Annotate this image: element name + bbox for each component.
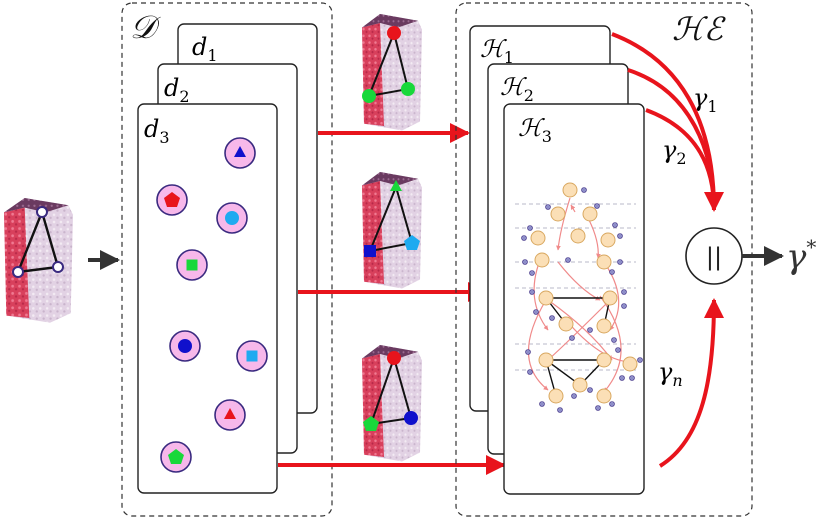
hypergraph-encoder-panel	[455, 2, 753, 517]
gamma-2-label: γ2	[662, 136, 687, 168]
input-node-right	[52, 261, 64, 273]
token-cyan-square	[236, 340, 268, 372]
descriptor-panel	[121, 2, 333, 517]
hypergraph-encoder-title: ℋℰ	[672, 10, 727, 48]
input-protein	[4, 198, 73, 323]
card-h3	[503, 103, 645, 495]
token-red-pentagon	[156, 184, 188, 216]
descriptor-panel-title: 𝒟	[130, 8, 161, 46]
gamma-n-label: γn	[658, 358, 683, 390]
token-blue-triangle	[224, 137, 256, 169]
card-d3	[137, 103, 278, 494]
token-green-pentagon	[160, 441, 192, 473]
molecule-view-2	[362, 172, 422, 289]
molecule-view-3	[362, 345, 422, 462]
input-node-top	[36, 206, 48, 218]
gamma-n-curve	[658, 298, 724, 468]
card-d1-label: d1	[192, 33, 218, 65]
card-h2-label: ℋ2	[500, 73, 534, 105]
token-green-square	[176, 249, 208, 281]
input-node-left	[12, 266, 24, 278]
card-d2-label: d2	[164, 74, 190, 106]
card-d3-label: d3	[144, 115, 170, 147]
gamma-1-label: γ1	[693, 84, 718, 116]
token-blue-circle	[169, 330, 201, 362]
molecule-view-1	[362, 14, 422, 131]
hypergraph-illustration	[515, 182, 643, 413]
card-h1-label: ℋ1	[480, 35, 514, 67]
d3-token-list	[156, 137, 268, 473]
card-h3-label: ℋ3	[518, 114, 552, 146]
token-red-triangle	[214, 399, 246, 431]
gamma-3-curve	[645, 108, 716, 211]
concat-symbol: ||	[706, 243, 722, 271]
token-cyan-circle	[216, 202, 248, 234]
output-label: γ*	[786, 235, 816, 277]
